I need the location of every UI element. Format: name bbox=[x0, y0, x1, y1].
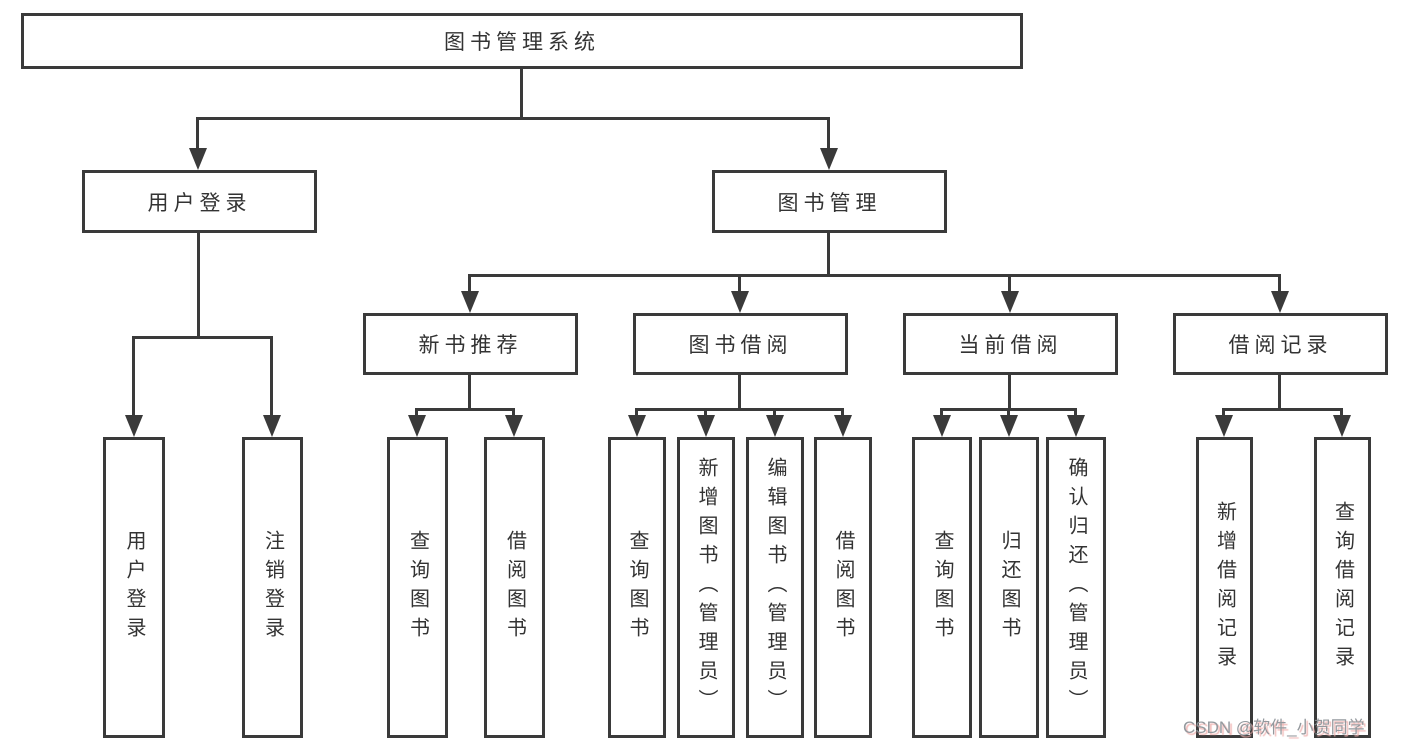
connector-stem bbox=[827, 117, 830, 151]
arrow-down-icon bbox=[1001, 291, 1019, 313]
node-leaf-logout-label: 注销登录 bbox=[261, 529, 284, 646]
node-leaf-query-books-borrowing-label: 查询图书 bbox=[626, 529, 648, 646]
connector-stem bbox=[1008, 274, 1011, 294]
connector-book-mgmt-bar bbox=[468, 274, 1281, 277]
node-leaf-confirm-return-admin-label: 确认归还（管理员） bbox=[1065, 457, 1087, 718]
connector-stem bbox=[512, 408, 515, 418]
connector-book-mgmt-stem bbox=[827, 233, 830, 274]
node-leaf-query-books-current-label: 查询图书 bbox=[931, 529, 953, 646]
connector-stem bbox=[940, 408, 943, 418]
connector-user-login-stem bbox=[197, 233, 200, 336]
node-book-management: 图书管理 bbox=[712, 170, 947, 233]
connector-borrowing-stem bbox=[738, 375, 741, 408]
node-library-system-label: 图书管理系统 bbox=[444, 31, 600, 54]
node-leaf-confirm-return-admin: 确认归还（管理员） bbox=[1046, 437, 1106, 738]
connector-stem bbox=[1340, 408, 1343, 418]
node-leaf-add-borrow-record: 新增借阅记录 bbox=[1196, 437, 1253, 738]
node-user-login: 用户登录 bbox=[82, 170, 317, 233]
node-current-borrowing: 当前借阅 bbox=[903, 313, 1118, 375]
node-leaf-borrow-books-recommend-label: 借阅图书 bbox=[503, 529, 526, 646]
arrow-down-icon bbox=[1333, 415, 1351, 437]
node-leaf-borrow-books: 借阅图书 bbox=[814, 437, 872, 738]
node-leaf-add-books-admin-label: 新增图书（管理员） bbox=[695, 457, 717, 718]
arrow-down-icon bbox=[1000, 415, 1018, 437]
arrow-down-icon bbox=[125, 415, 143, 437]
connector-stem bbox=[1007, 408, 1010, 418]
node-leaf-borrow-books-label: 借阅图书 bbox=[832, 529, 854, 646]
connector-stem bbox=[635, 408, 638, 418]
connector-user-login-bar bbox=[132, 336, 273, 339]
arrow-down-icon bbox=[408, 415, 426, 437]
node-leaf-add-borrow-record-label: 新增借阅记录 bbox=[1213, 500, 1236, 675]
node-leaf-return-books: 归还图书 bbox=[979, 437, 1039, 738]
arrow-down-icon bbox=[461, 291, 479, 313]
connector-stem bbox=[773, 408, 776, 418]
node-leaf-query-books-recommend: 查询图书 bbox=[387, 437, 448, 738]
node-new-book-recommend-label: 新书推荐 bbox=[418, 334, 523, 357]
arrow-down-icon bbox=[731, 291, 749, 313]
node-leaf-logout: 注销登录 bbox=[242, 437, 303, 738]
arrow-down-icon bbox=[1271, 291, 1289, 313]
node-leaf-edit-books-admin: 编辑图书（管理员） bbox=[746, 437, 804, 738]
connector-stem bbox=[132, 336, 135, 418]
node-leaf-query-books-current: 查询图书 bbox=[912, 437, 972, 738]
node-new-book-recommend: 新书推荐 bbox=[363, 313, 578, 375]
connector-stem bbox=[1074, 408, 1077, 418]
node-library-system: 图书管理系统 bbox=[21, 13, 1023, 69]
watermark: CSDN @软件_小贺同学 bbox=[1183, 718, 1365, 737]
arrow-down-icon bbox=[834, 415, 852, 437]
arrow-down-icon bbox=[505, 415, 523, 437]
node-book-management-label: 图书管理 bbox=[777, 191, 882, 215]
arrow-down-icon bbox=[628, 415, 646, 437]
node-leaf-query-books-borrowing: 查询图书 bbox=[608, 437, 666, 738]
connector-stem bbox=[704, 408, 707, 418]
node-book-borrowing: 图书借阅 bbox=[633, 313, 848, 375]
node-leaf-edit-books-admin-label: 编辑图书（管理员） bbox=[764, 457, 786, 718]
connector-stem bbox=[196, 117, 199, 151]
node-leaf-user-login-label: 用户登录 bbox=[123, 529, 145, 646]
node-leaf-return-books-label: 归还图书 bbox=[998, 529, 1020, 646]
arrow-down-icon bbox=[766, 415, 784, 437]
arrow-down-icon bbox=[1215, 415, 1233, 437]
arrow-down-icon bbox=[263, 415, 281, 437]
node-user-login-label: 用户登录 bbox=[147, 191, 252, 215]
node-leaf-query-books-recommend-label: 查询图书 bbox=[406, 529, 429, 646]
node-book-borrowing-label: 图书借阅 bbox=[688, 334, 793, 357]
connector-records-stem bbox=[1278, 375, 1281, 408]
arrow-down-icon bbox=[1067, 415, 1085, 437]
connector-borrowing-bar bbox=[635, 408, 844, 411]
node-leaf-borrow-books-recommend: 借阅图书 bbox=[484, 437, 545, 738]
arrow-down-icon bbox=[933, 415, 951, 437]
connector-records-bar bbox=[1222, 408, 1343, 411]
connector-stem bbox=[468, 274, 471, 294]
connector-root-bar bbox=[196, 117, 830, 120]
node-leaf-user-login: 用户登录 bbox=[103, 437, 165, 738]
node-borrowing-records-label: 借阅记录 bbox=[1228, 334, 1333, 357]
node-leaf-query-borrow-record: 查询借阅记录 bbox=[1314, 437, 1371, 738]
connector-stem bbox=[738, 274, 741, 294]
arrow-down-icon bbox=[189, 148, 207, 170]
connector-stem bbox=[415, 408, 418, 418]
connector-root-stem bbox=[520, 69, 523, 117]
connector-stem bbox=[270, 336, 273, 418]
connector-recommend-stem bbox=[468, 375, 471, 408]
node-leaf-add-books-admin: 新增图书（管理员） bbox=[677, 437, 735, 738]
connector-current-stem bbox=[1008, 375, 1011, 408]
arrow-down-icon bbox=[820, 148, 838, 170]
node-leaf-query-borrow-record-label: 查询借阅记录 bbox=[1331, 500, 1354, 675]
node-borrowing-records: 借阅记录 bbox=[1173, 313, 1388, 375]
connector-stem bbox=[1278, 274, 1281, 294]
arrow-down-icon bbox=[697, 415, 715, 437]
node-current-borrowing-label: 当前借阅 bbox=[958, 334, 1063, 357]
connector-stem bbox=[1222, 408, 1225, 418]
connector-stem bbox=[841, 408, 844, 418]
connector-recommend-bar bbox=[415, 408, 515, 411]
